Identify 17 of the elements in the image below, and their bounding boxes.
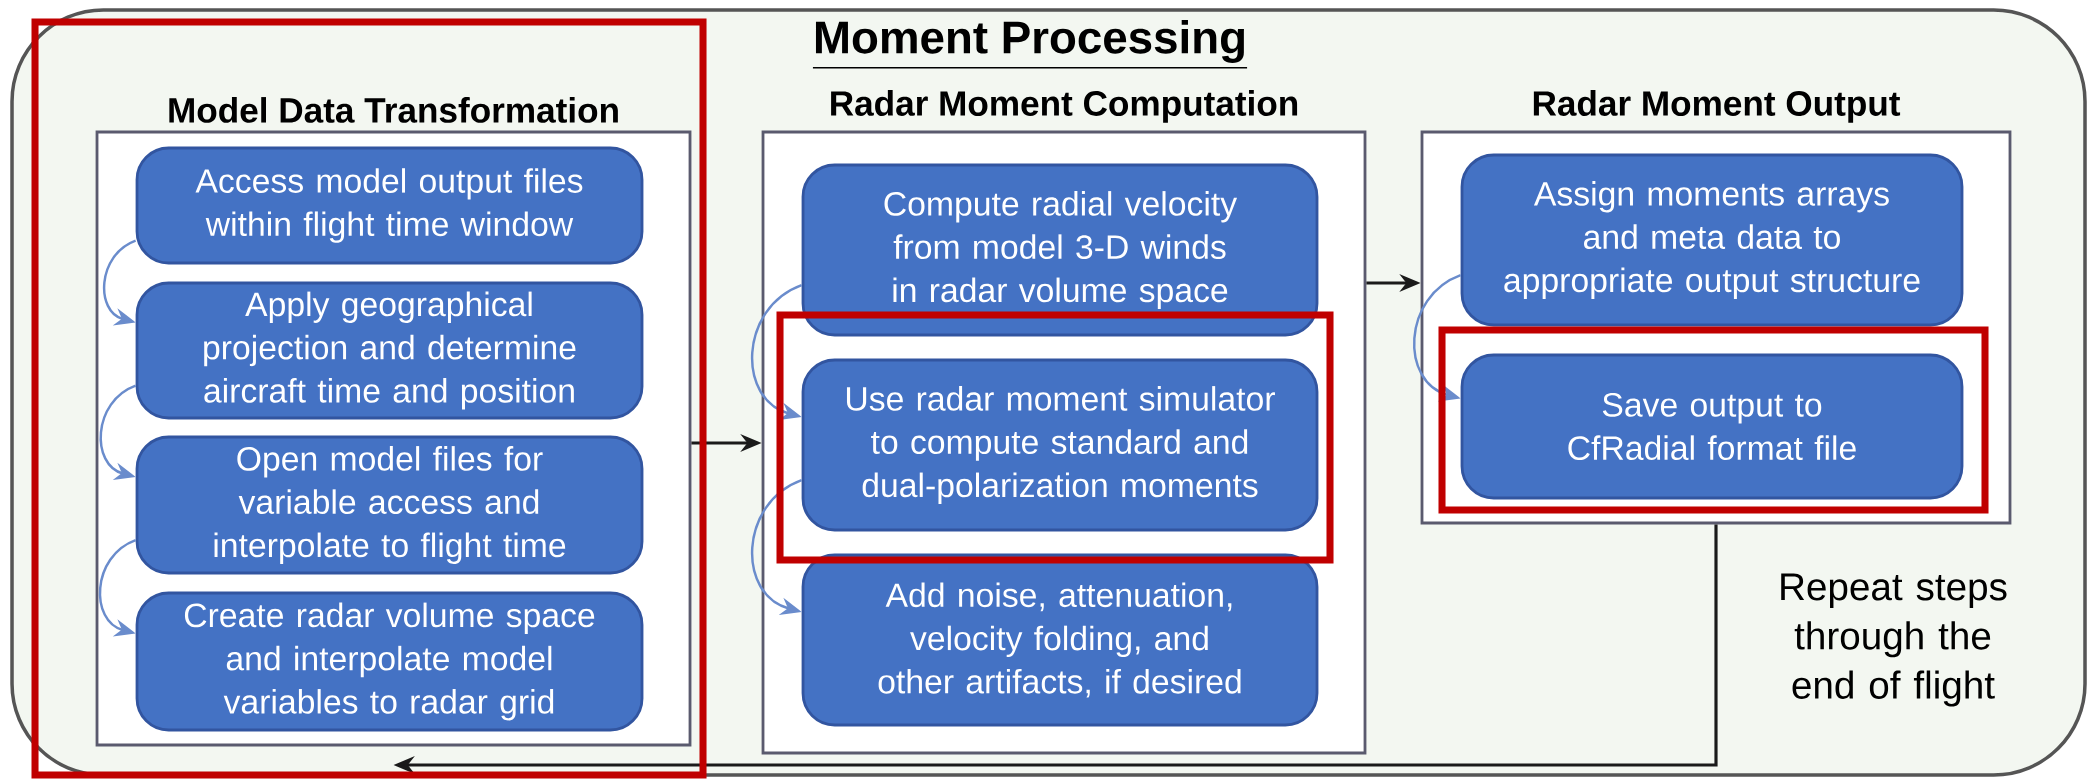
arrow <box>751 284 803 420</box>
process-box: Open model files for variable access and interpolate to flight time <box>135 435 644 575</box>
node-label: Radar Moment Computation <box>831 90 1298 123</box>
process-box: Compute radial velocity from model 3-D winds in radar volume space <box>801 163 1319 337</box>
node-label: Radar Moment Output <box>1533 90 1901 123</box>
process-box: Create radar volume space and interpolate model variables to radar grid <box>135 591 644 732</box>
process-box: Access model output files within flight time window <box>135 146 644 265</box>
node-label: Model Data Transformation <box>169 97 618 123</box>
process-box: Use radar moment simulator to compute standard and dual-polarization moments <box>801 358 1319 532</box>
title: Moment Processing <box>812 20 1248 69</box>
process-box: Apply geographical projection and determine aircraft time and position <box>135 281 644 420</box>
process-box: Assign moments arrays and meta data to appropriate output structure <box>1460 153 1964 327</box>
arrow <box>99 384 137 480</box>
arrow <box>751 479 803 615</box>
process-box: Add noise, attenuation, velocity folding, and other artifacts, if desired <box>801 553 1319 727</box>
process-box: Save output to CfRadial format file <box>1460 353 1964 500</box>
note: Repeat steps through the end of flight <box>1781 573 2007 707</box>
